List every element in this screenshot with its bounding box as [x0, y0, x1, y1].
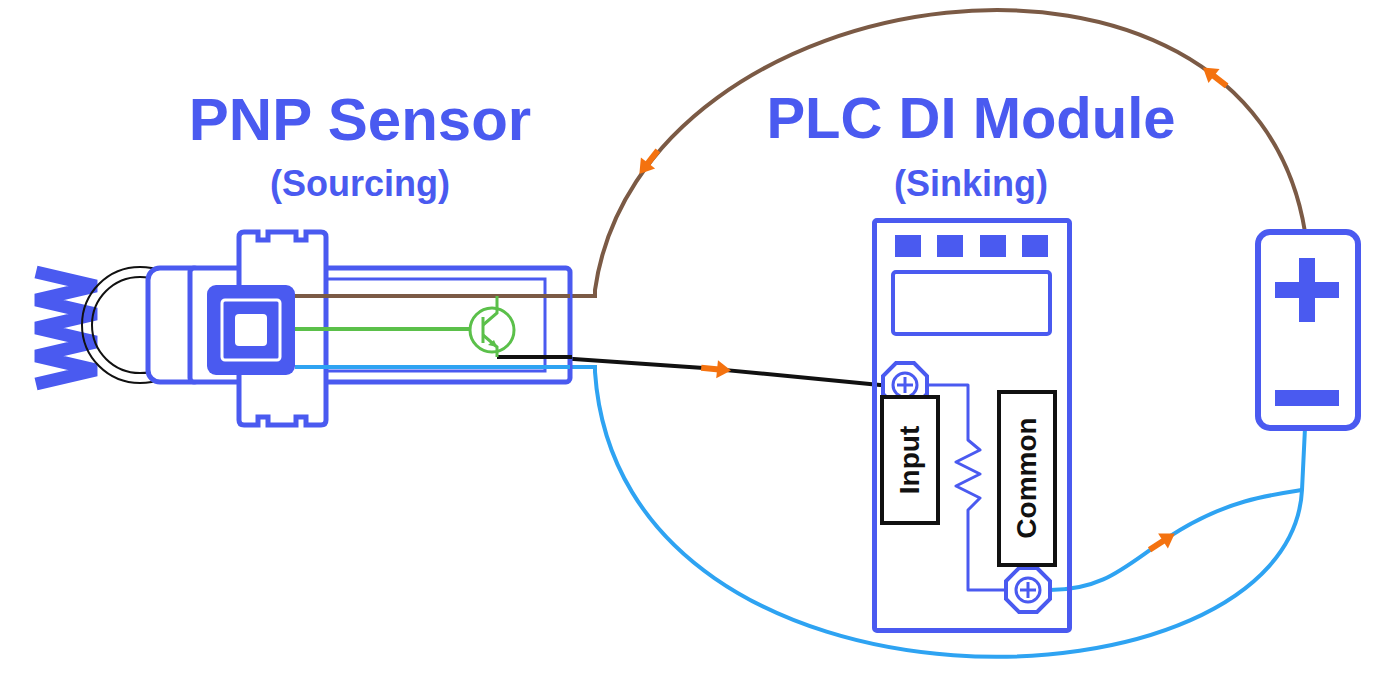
flow-arrow-shaft [1150, 540, 1165, 550]
module-node: PLC DI Module (Sinking) Input Common [750, 85, 1200, 640]
flow-arrow-shaft [701, 368, 719, 370]
heading-text: PNP Sensor [189, 85, 531, 154]
flow-arrow-shaft [647, 150, 658, 164]
terminal-screw [1006, 568, 1050, 612]
signal-wire [570, 359, 910, 395]
chip-outline [222, 300, 280, 360]
signal-wire-group [570, 359, 910, 395]
brown-wire [295, 294, 570, 298]
sensor-node: PNP Sensor (Sourcing) [20, 85, 590, 430]
subheading-text: (Sourcing) [270, 163, 450, 204]
screw-cross [1027, 582, 1030, 598]
flow-arrow [632, 145, 665, 180]
sensor-body [190, 268, 570, 382]
screw-head [1006, 568, 1050, 612]
flow-arrow [1197, 60, 1232, 93]
led-square [1022, 235, 1048, 257]
screw-cross [904, 377, 907, 393]
led-square [980, 235, 1006, 257]
led-square [937, 235, 963, 257]
brown-wire [570, 10, 1305, 296]
battery-plus [1299, 258, 1315, 322]
transistor-arrow [488, 340, 497, 347]
flow-arrow-head [1197, 60, 1219, 83]
heading-text: PLC DI Module [766, 85, 1175, 152]
screw-slot [1016, 578, 1040, 602]
flow-arrow [700, 359, 732, 380]
led-square [895, 235, 921, 257]
chip-die [235, 314, 267, 346]
terminal-text: Common [1011, 417, 1043, 538]
subheading-text: (Sinking) [894, 163, 1048, 204]
flow-arrow [1145, 526, 1180, 557]
transistor-base [482, 317, 485, 343]
module-display [893, 272, 1050, 334]
screw-slot [893, 373, 917, 397]
target-coil [36, 272, 96, 384]
flow-arrow-shaft [1212, 75, 1226, 86]
terminal-text: Input [894, 426, 926, 494]
transistor-symbol [470, 308, 514, 352]
flow-arrow-head [716, 360, 732, 379]
battery-minus [1275, 390, 1339, 406]
blue-wire [295, 365, 570, 369]
blue-wire [570, 367, 1305, 657]
transistor-collector [483, 296, 497, 325]
green-wire [295, 327, 483, 331]
black-wire [497, 355, 572, 359]
flow-arrow-head [1158, 526, 1180, 549]
sensor-chip [207, 285, 295, 375]
flow-arrow-head [632, 157, 655, 179]
transistor-emitter [483, 335, 497, 357]
battery-symbol [1258, 232, 1358, 428]
terminal-label: Common [997, 390, 1057, 567]
terminal-label: Input [880, 395, 940, 525]
